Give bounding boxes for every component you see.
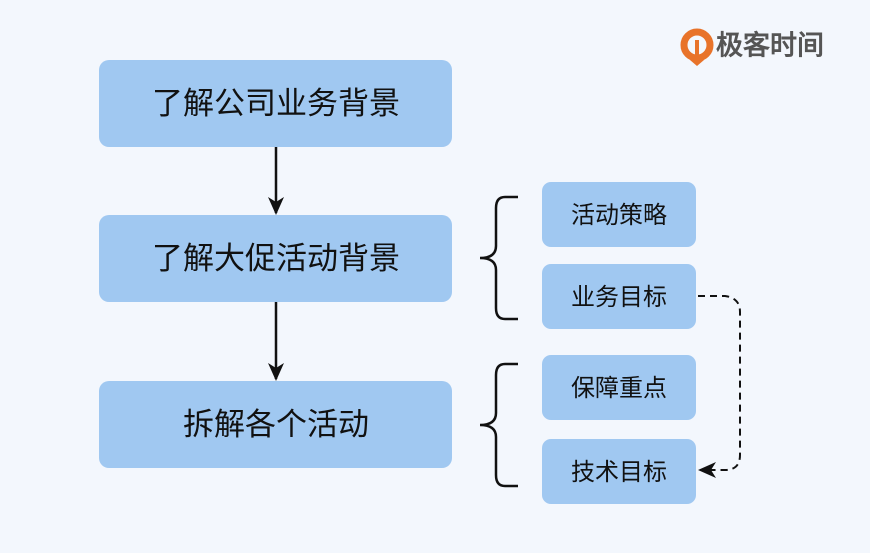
step-1-label: 了解公司业务背景 bbox=[152, 86, 400, 122]
sub-item-business-goal: 业务目标 bbox=[542, 264, 696, 329]
sub-item-focus: 保障重点 bbox=[542, 355, 696, 420]
sub-item-tech-goal: 技术目标 bbox=[542, 439, 696, 504]
logo: 极客时间 bbox=[680, 28, 824, 66]
sub-item-strategy: 活动策略 bbox=[542, 182, 696, 247]
brace-2 bbox=[479, 362, 518, 488]
sub-item-label: 活动策略 bbox=[571, 201, 667, 229]
step-1: 了解公司业务背景 bbox=[99, 60, 452, 147]
dashed-arrow-business-to-tech bbox=[698, 295, 741, 478]
step-3-label: 拆解各个活动 bbox=[183, 407, 369, 443]
brace-1 bbox=[479, 195, 518, 321]
sub-item-label: 保障重点 bbox=[571, 374, 667, 402]
sub-item-label: 技术目标 bbox=[571, 458, 667, 486]
step-3: 拆解各个活动 bbox=[99, 381, 452, 468]
sub-item-label: 业务目标 bbox=[571, 283, 667, 311]
step-2-label: 了解大促活动背景 bbox=[152, 241, 400, 277]
step-2: 了解大促活动背景 bbox=[99, 215, 452, 302]
logo-icon bbox=[680, 28, 714, 66]
logo-text: 极客时间 bbox=[716, 30, 824, 62]
